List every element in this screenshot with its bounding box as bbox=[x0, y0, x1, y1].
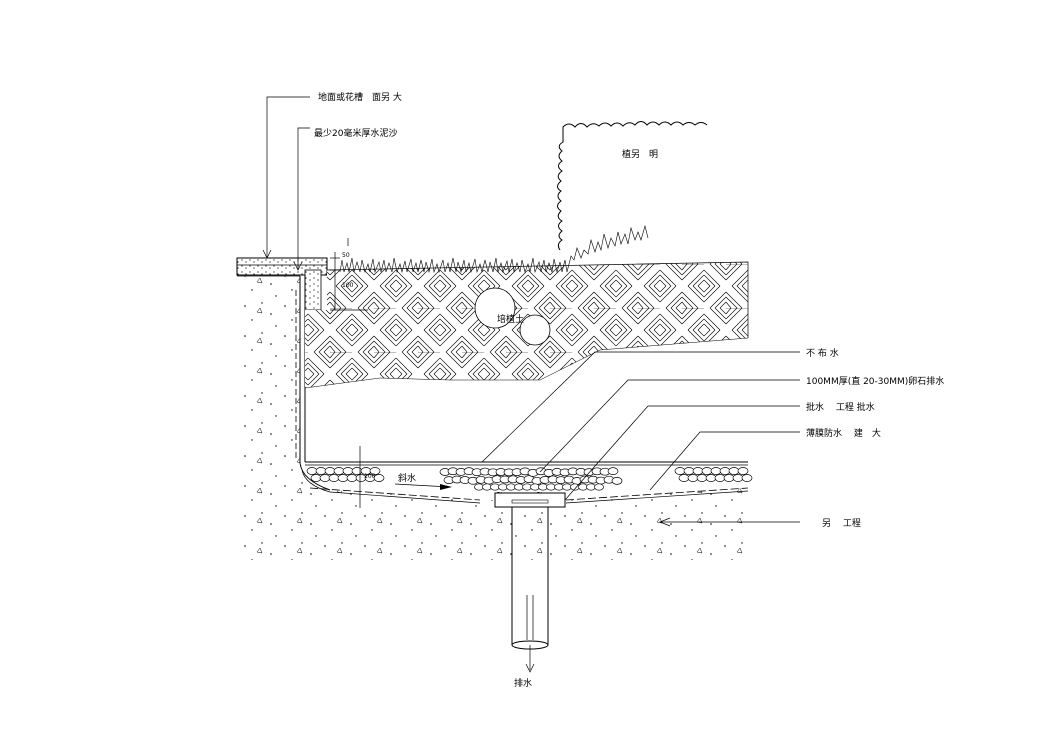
leader-lines bbox=[262, 96, 800, 527]
gravel-stone bbox=[710, 467, 722, 475]
gravel-stone bbox=[705, 474, 717, 482]
gravel-stone bbox=[701, 467, 713, 475]
gravel-stone bbox=[674, 467, 686, 475]
gravel-stone bbox=[607, 467, 619, 476]
dim-bottom-label: 100 bbox=[364, 473, 376, 480]
gravel-stones bbox=[306, 467, 753, 491]
gravel-stone bbox=[714, 474, 726, 482]
gravel-stone bbox=[692, 467, 704, 475]
gravel-stone bbox=[342, 467, 354, 475]
label-top-finish: 地面或花槽 面另 大 bbox=[318, 91, 402, 103]
label-slope: 斜水 bbox=[398, 472, 416, 484]
gravel-stone bbox=[324, 467, 336, 475]
gravel-stone bbox=[373, 474, 385, 482]
gravel-stone bbox=[333, 467, 345, 475]
drain-outlet bbox=[494, 492, 566, 673]
soil-marker-circles bbox=[474, 287, 551, 346]
top-finish-slab bbox=[236, 257, 328, 311]
label-drain: 排水 bbox=[514, 677, 532, 689]
label-screed: 批水 工程 批水 bbox=[806, 401, 875, 413]
dim-top-label: 50 bbox=[342, 252, 350, 259]
gravel-stone bbox=[315, 467, 327, 475]
gravel-stone bbox=[369, 467, 381, 475]
gravel-stone bbox=[687, 474, 699, 482]
gravel-stone bbox=[719, 467, 731, 475]
gravel-stone bbox=[306, 467, 318, 475]
gravel-stone bbox=[678, 474, 690, 482]
gravel-stone bbox=[723, 474, 735, 482]
label-structure: 另 工程 bbox=[822, 518, 861, 529]
dimension-marks: 50 100 100 bbox=[330, 238, 376, 508]
label-planting-soil: 培植土 bbox=[497, 313, 524, 325]
label-gravel-drainage: 100MM厚(直 20-30MM)卵石排水 bbox=[806, 375, 944, 387]
gravel-stone bbox=[728, 467, 740, 475]
gravel-stone bbox=[683, 467, 695, 475]
gravel-stone bbox=[310, 474, 322, 482]
label-mortar: 最少20毫米厚水泥沙 bbox=[314, 127, 397, 139]
slope-arrow bbox=[394, 483, 452, 490]
gravel-stone bbox=[696, 474, 708, 482]
gravel-stone bbox=[611, 477, 623, 485]
gravel-stone bbox=[328, 474, 340, 482]
gravel-stone bbox=[594, 483, 604, 491]
gravel-stone bbox=[319, 474, 331, 482]
gravel-stone bbox=[737, 467, 749, 475]
label-filter-fabric: 不 布 水 bbox=[806, 347, 839, 359]
label-membrane: 薄膜防水 建 大 bbox=[806, 427, 881, 439]
dim-mid-label: 100 bbox=[342, 282, 354, 289]
label-plant: 植另 明 bbox=[622, 148, 658, 160]
gravel-stone bbox=[732, 474, 744, 482]
gravel-stone bbox=[741, 474, 753, 482]
grass-layer bbox=[339, 224, 649, 274]
gravel-stone bbox=[337, 474, 349, 482]
gravel-stone bbox=[346, 474, 358, 482]
ground-soil bbox=[237, 275, 748, 560]
plant-outline bbox=[557, 121, 708, 251]
gravel-stone bbox=[351, 467, 363, 475]
